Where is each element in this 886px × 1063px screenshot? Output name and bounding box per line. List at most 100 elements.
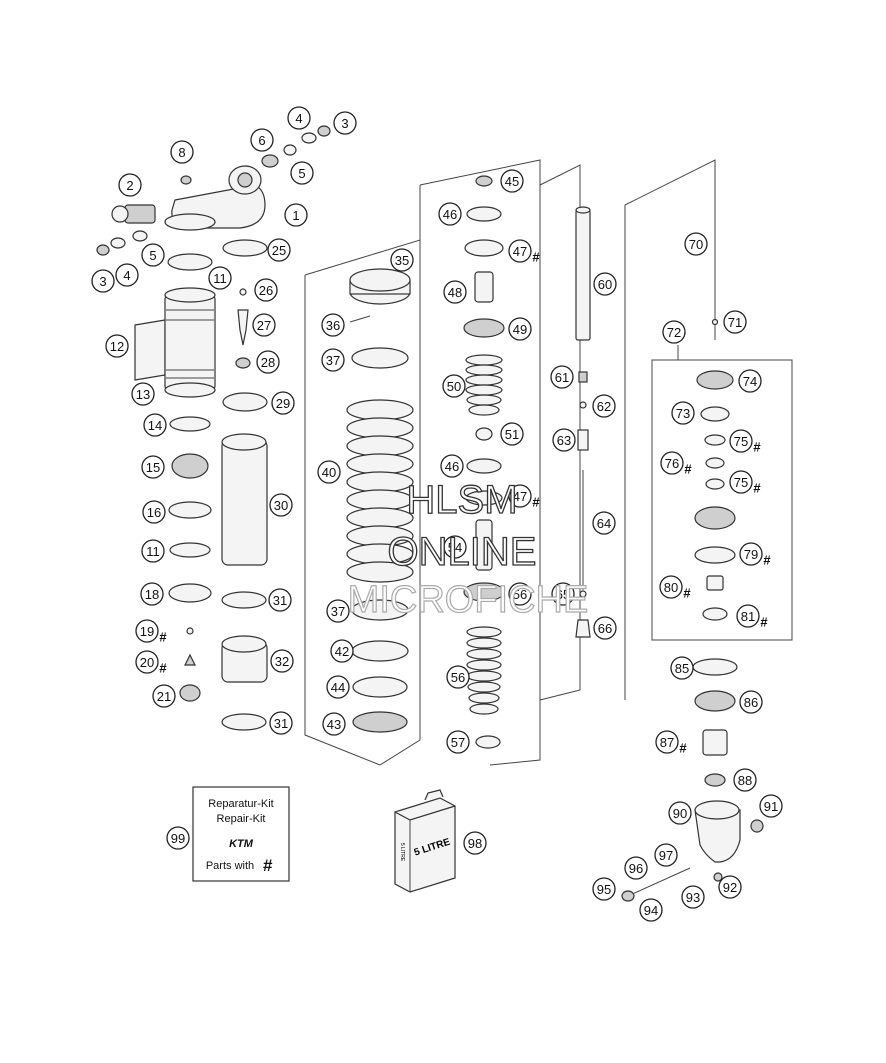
callout-circle: [317, 460, 341, 484]
callout-number: 90: [673, 806, 687, 821]
callout-circle: [271, 391, 295, 415]
callout-57: 57: [446, 730, 470, 754]
callout-circle: [733, 768, 757, 792]
callout-number: 31: [274, 716, 288, 731]
callout-circle: [655, 730, 679, 754]
callout-20: 20#: [135, 650, 167, 676]
ktm-logo: KTM: [229, 838, 254, 850]
callout-number: 49: [513, 322, 527, 337]
callout-number: 4: [295, 111, 302, 126]
callout-number: 63: [557, 433, 571, 448]
callout-hash-mark: #: [763, 553, 771, 568]
callout-circle: [250, 128, 274, 152]
shaft-column-parts: [575, 206, 591, 638]
repair-kit-hash: #: [263, 856, 273, 875]
callout-number: 15: [146, 460, 160, 475]
callout-8: 8: [170, 140, 194, 164]
callout-26: 26: [254, 278, 278, 302]
callout-hash-mark: #: [159, 630, 167, 645]
callout-circle: [552, 428, 576, 452]
callout-hash-mark: #: [683, 586, 691, 601]
callout-79: 79#: [739, 542, 771, 568]
callout-circle: [290, 161, 314, 185]
callout-47: 47#: [508, 239, 540, 265]
callout-5: 5: [290, 161, 314, 185]
callout-95: 95: [592, 877, 616, 901]
callout-number: 57: [451, 735, 465, 750]
callout-93: 93: [681, 885, 705, 909]
callout-number: 4: [123, 268, 130, 283]
callout-circle: [592, 511, 616, 535]
callout-number: 56: [513, 587, 527, 602]
callout-number: 96: [629, 861, 643, 876]
callout-75: 75#: [729, 429, 761, 455]
callout-circle: [662, 320, 686, 344]
callout-circle: [508, 582, 532, 606]
watermark-line2: ONLINE: [388, 530, 537, 574]
callout-80: 80 #: [659, 575, 691, 601]
callout-76: 76#: [660, 451, 692, 477]
callout-number: 92: [723, 880, 737, 895]
callout-4: 4: [115, 263, 139, 287]
callout-circle: [269, 493, 293, 517]
callout-circle: [321, 313, 345, 337]
callout-hash-mark: #: [753, 440, 761, 455]
callout-circle: [500, 169, 524, 193]
callout-27: 27: [252, 313, 276, 337]
callout-number: 11: [146, 544, 160, 559]
callout-circle: [729, 429, 753, 453]
callout-73: 73: [671, 401, 695, 425]
callout-circle: [333, 111, 357, 135]
shim-stack-lower: [466, 626, 502, 715]
callout-number: 47: [513, 489, 527, 504]
repair-kit-line1: Reparatur-Kit: [208, 798, 273, 810]
callout-number: 26: [259, 283, 273, 298]
callout-number: 14: [148, 418, 162, 433]
callout-71: 71: [723, 310, 747, 334]
callout-number: 81: [741, 609, 755, 624]
callout-37: 37: [321, 348, 345, 372]
callout-circle: [268, 588, 292, 612]
callout-number: 40: [322, 465, 336, 480]
callout-circle: [729, 470, 753, 494]
assembly-outlines: [304, 159, 793, 766]
right-column-parts: [621, 195, 764, 902]
callout-15: 15: [141, 455, 165, 479]
callout-91: 91: [759, 794, 783, 818]
callout-60: 60: [593, 272, 617, 296]
callout-47: 47#: [508, 484, 540, 510]
callout-2: 2: [118, 173, 142, 197]
callout-circle: [254, 278, 278, 302]
callout-88: 88: [733, 768, 757, 792]
callout-49: 49: [508, 317, 532, 341]
callout-number: 62: [597, 399, 611, 414]
callout-61: 61: [550, 365, 574, 389]
callout-number: 71: [728, 315, 742, 330]
callout-45: 45: [500, 169, 524, 193]
callout-number: 80: [664, 580, 678, 595]
left-column-parts: [96, 125, 331, 731]
callout-circle: [463, 831, 487, 855]
callout-48: 48: [443, 280, 467, 304]
callout-35: 35: [390, 248, 414, 272]
callout-94: 94: [639, 898, 663, 922]
callout-circle: [718, 875, 742, 899]
callout-75: 75#: [729, 470, 761, 496]
callout-number: 1: [292, 208, 299, 223]
callout-14: 14: [143, 413, 167, 437]
callout-46: 46: [438, 202, 462, 226]
callout-circle: [736, 604, 760, 628]
callout-number: 86: [744, 695, 758, 710]
callout-circle: [446, 730, 470, 754]
callout-18: 18: [140, 582, 164, 606]
callout-circle: [321, 348, 345, 372]
callout-number: 2: [126, 178, 133, 193]
callout-number: 50: [447, 379, 461, 394]
callout-circle: [624, 856, 648, 880]
callout-number: 3: [341, 116, 348, 131]
callout-circle: [438, 202, 462, 226]
callout-86: 86: [739, 690, 763, 714]
callout-number: 65: [556, 587, 570, 602]
callout-circle: [91, 269, 115, 293]
